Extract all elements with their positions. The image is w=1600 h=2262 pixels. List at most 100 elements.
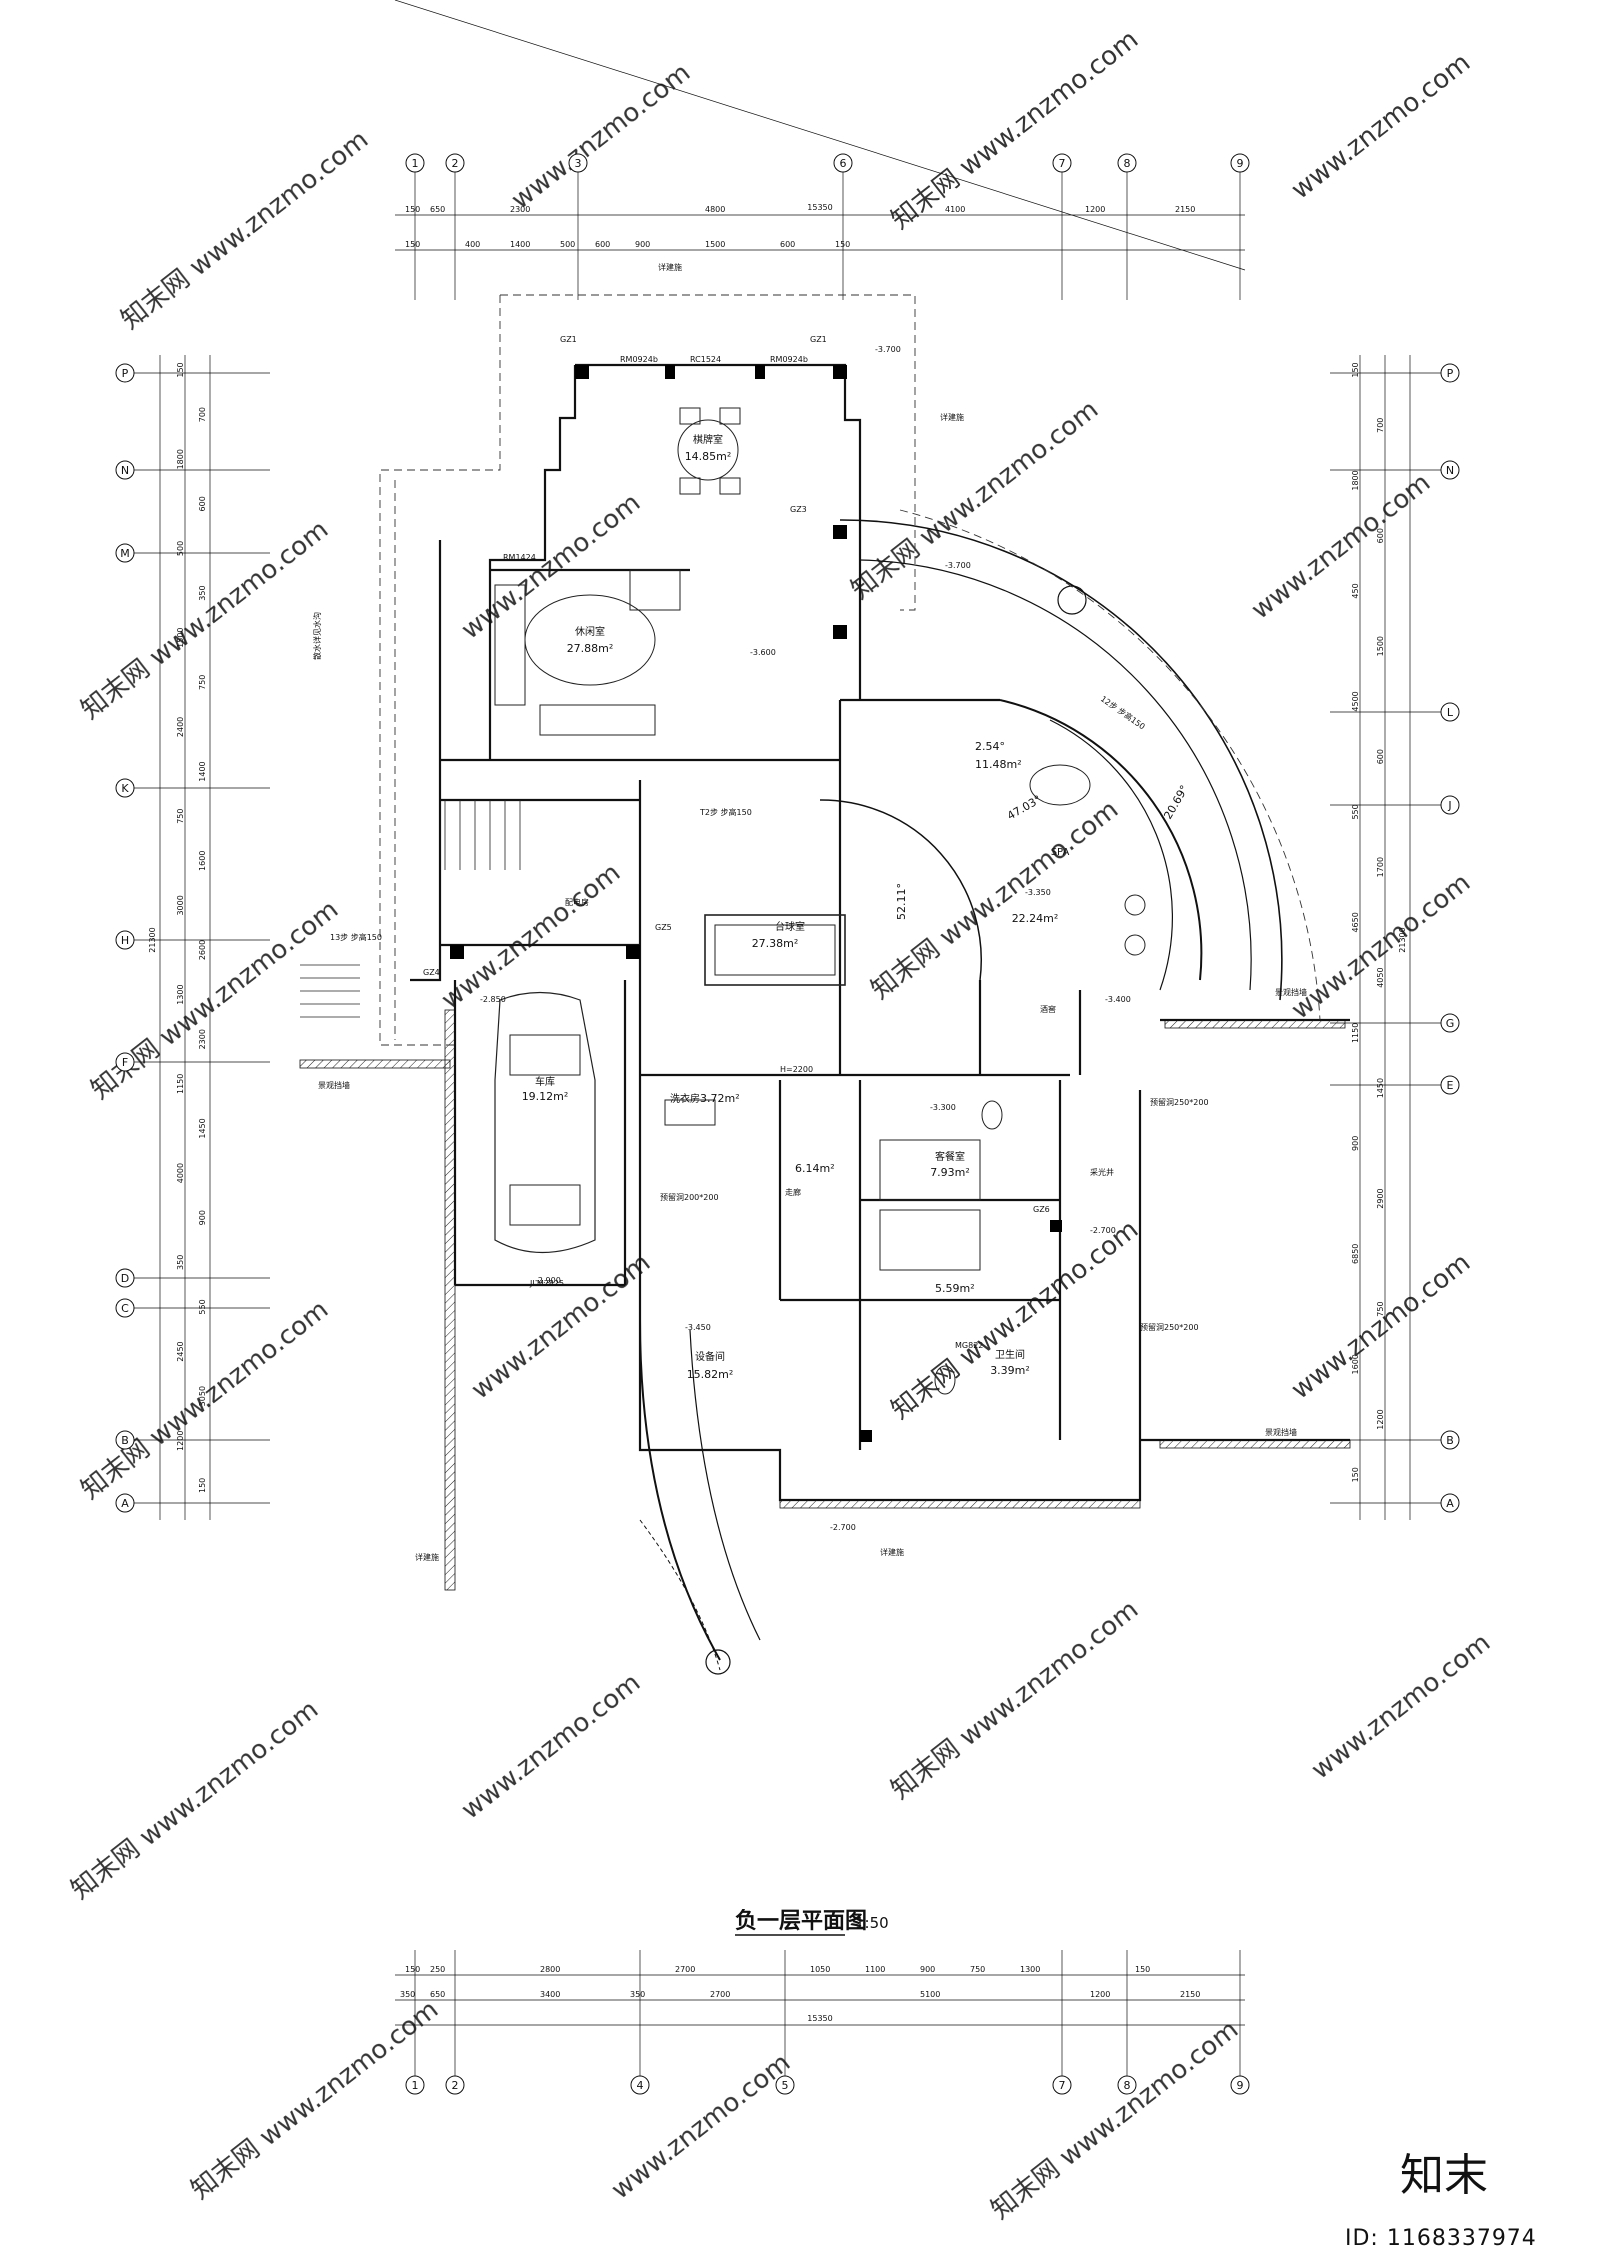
level-mark: -3.600 bbox=[750, 648, 776, 657]
top-dim: 1400 bbox=[510, 240, 530, 249]
top-dim: 4100 bbox=[945, 205, 965, 214]
dim-total-top: 15350 bbox=[807, 203, 832, 212]
room-note: 酒窖 bbox=[1040, 1004, 1056, 1014]
axis-label: A bbox=[121, 1497, 129, 1510]
bottom-dim: 2700 bbox=[675, 1965, 695, 1974]
axis-label: 8 bbox=[1124, 2079, 1131, 2092]
right-dim: 6850 bbox=[1351, 1244, 1360, 1264]
right-dim: 600 bbox=[1376, 528, 1385, 543]
room-area: 27.38m² bbox=[752, 937, 799, 950]
watermark-text: 知末网 www.znzmo.com bbox=[846, 395, 1104, 606]
column-tag: GZ3 bbox=[790, 505, 807, 514]
room-area: 27.88m² bbox=[567, 642, 614, 655]
watermark-text: www.znzmo.com bbox=[506, 58, 696, 216]
site-note: 景观挡墙 bbox=[1275, 987, 1307, 997]
room-area: 15.82m² bbox=[687, 1368, 734, 1381]
axis-label: 5 bbox=[782, 2079, 789, 2092]
axis-bubble-top: 6 bbox=[833, 153, 853, 173]
angle-mark: 20.69° bbox=[1161, 783, 1191, 822]
column-tag: GZ5 bbox=[655, 923, 672, 932]
dim-total-left: 21300 bbox=[148, 927, 157, 952]
left-dim: 2300 bbox=[198, 1029, 207, 1049]
watermark-text: 知末网 www.znzmo.com bbox=[86, 895, 344, 1106]
axis-label: N bbox=[121, 464, 129, 477]
room-name: SPA bbox=[1051, 847, 1070, 858]
bottom-dim: 250 bbox=[430, 1965, 445, 1974]
left-dim: 150 bbox=[176, 362, 185, 377]
watermark-text: www.znzmo.com bbox=[606, 2048, 796, 2206]
right-dim: 4650 bbox=[1351, 912, 1360, 932]
axis-label: 9 bbox=[1237, 2079, 1244, 2092]
watermark-text: 知末网 www.znzmo.com bbox=[186, 1995, 444, 2206]
axis-bubble-top: 7 bbox=[1052, 153, 1072, 173]
right-dim: 1150 bbox=[1351, 1023, 1360, 1043]
bottom-dim: 350 bbox=[630, 1990, 645, 1999]
axis-bubble-bottom: 7 bbox=[1052, 2075, 1072, 2095]
room-name: 棋牌室 bbox=[693, 433, 723, 446]
top-dim: 2150 bbox=[1175, 205, 1195, 214]
left-dim: 1600 bbox=[198, 851, 207, 871]
bottom-dim: 2150 bbox=[1180, 1990, 1200, 1999]
left-dim: 4000 bbox=[176, 1163, 185, 1183]
axis-label: 7 bbox=[1059, 2079, 1066, 2092]
bottom-dim: 2800 bbox=[540, 1965, 560, 1974]
angle-mark: 47.03° bbox=[1005, 793, 1044, 823]
watermark-text: 知末网 www.znzmo.com bbox=[76, 515, 334, 726]
right-dim: 1600 bbox=[1351, 1354, 1360, 1374]
axis-label: 9 bbox=[1237, 157, 1244, 170]
bottom-dim: 350 bbox=[400, 1990, 415, 1999]
left-dim: 750 bbox=[176, 809, 185, 824]
top-dim: 600 bbox=[780, 240, 795, 249]
drawing-title: 负一层平面图 1:50 bbox=[735, 1909, 889, 1936]
site-note: 景观挡墙 bbox=[1265, 1427, 1297, 1437]
axis-label: 1 bbox=[412, 157, 419, 170]
top-dim: 150 bbox=[835, 240, 850, 249]
angle-mark: 2.54° bbox=[975, 740, 1005, 753]
axis-bubble-right: J bbox=[1440, 795, 1460, 815]
top-dim: 150 bbox=[405, 205, 420, 214]
bottom-dim: 2700 bbox=[710, 1990, 730, 1999]
bottom-dim: 750 bbox=[970, 1965, 985, 1974]
room-name: 休闲室 bbox=[575, 625, 605, 638]
axis-label: A bbox=[1446, 1497, 1454, 1510]
room-area: 11.48m² bbox=[975, 758, 1022, 771]
door-tag: JLM2825 bbox=[529, 1279, 564, 1288]
axis-label: L bbox=[1447, 706, 1454, 719]
bottom-dim: 1300 bbox=[1020, 1965, 1040, 1974]
left-dim: 500 bbox=[176, 541, 185, 556]
right-dim: 1450 bbox=[1376, 1078, 1385, 1098]
axis-bubble-bottom: 9 bbox=[1230, 2075, 1250, 2095]
image-id-label: ID: 1168337974 bbox=[1345, 2226, 1537, 2251]
left-dim: 2450 bbox=[176, 1341, 185, 1361]
axis-bubble-top: 1 bbox=[405, 153, 425, 173]
top-dim: 1200 bbox=[1085, 205, 1105, 214]
site-note: 景观挡墙 bbox=[318, 1080, 350, 1090]
axis-label: P bbox=[122, 367, 129, 380]
axis-bubble-left: B bbox=[115, 1430, 135, 1450]
structural-columns bbox=[450, 365, 1062, 1442]
overall-dimensions: 15350 15350 21300 21300 bbox=[148, 203, 1407, 2023]
bottom-dim: 3400 bbox=[540, 1990, 560, 1999]
axis-label: 1 bbox=[412, 2079, 419, 2092]
level-mark: -3.300 bbox=[930, 1103, 956, 1112]
drawing-title-text: 负一层平面图 bbox=[735, 1909, 867, 1934]
room-area: 3.39m² bbox=[990, 1364, 1030, 1377]
bottom-dimension-row: 150 250 2800 2700 1050 1100 900 750 1300… bbox=[400, 1965, 1200, 1999]
bottom-dim: 1050 bbox=[810, 1965, 830, 1974]
room-name: 卫生间 bbox=[995, 1348, 1025, 1361]
axis-label: 3 bbox=[575, 157, 582, 170]
left-dim: 1800 bbox=[176, 449, 185, 469]
hole-note: 预留洞250*200 bbox=[1140, 1322, 1199, 1332]
room-area: 22.24m² bbox=[1012, 912, 1059, 925]
axis-bubble-left: F bbox=[115, 1052, 135, 1072]
axis-label: 8 bbox=[1124, 157, 1131, 170]
left-dim: 900 bbox=[198, 1210, 207, 1225]
right-dim: 2900 bbox=[1376, 1188, 1385, 1208]
top-dim: 150 bbox=[405, 240, 420, 249]
top-dim: 2300 bbox=[510, 205, 530, 214]
axis-bubble-top: 3 bbox=[568, 153, 588, 173]
right-dim: 150 bbox=[1351, 1467, 1360, 1482]
axis-bubble-left: A bbox=[115, 1493, 135, 1513]
axis-label: E bbox=[1447, 1079, 1454, 1092]
